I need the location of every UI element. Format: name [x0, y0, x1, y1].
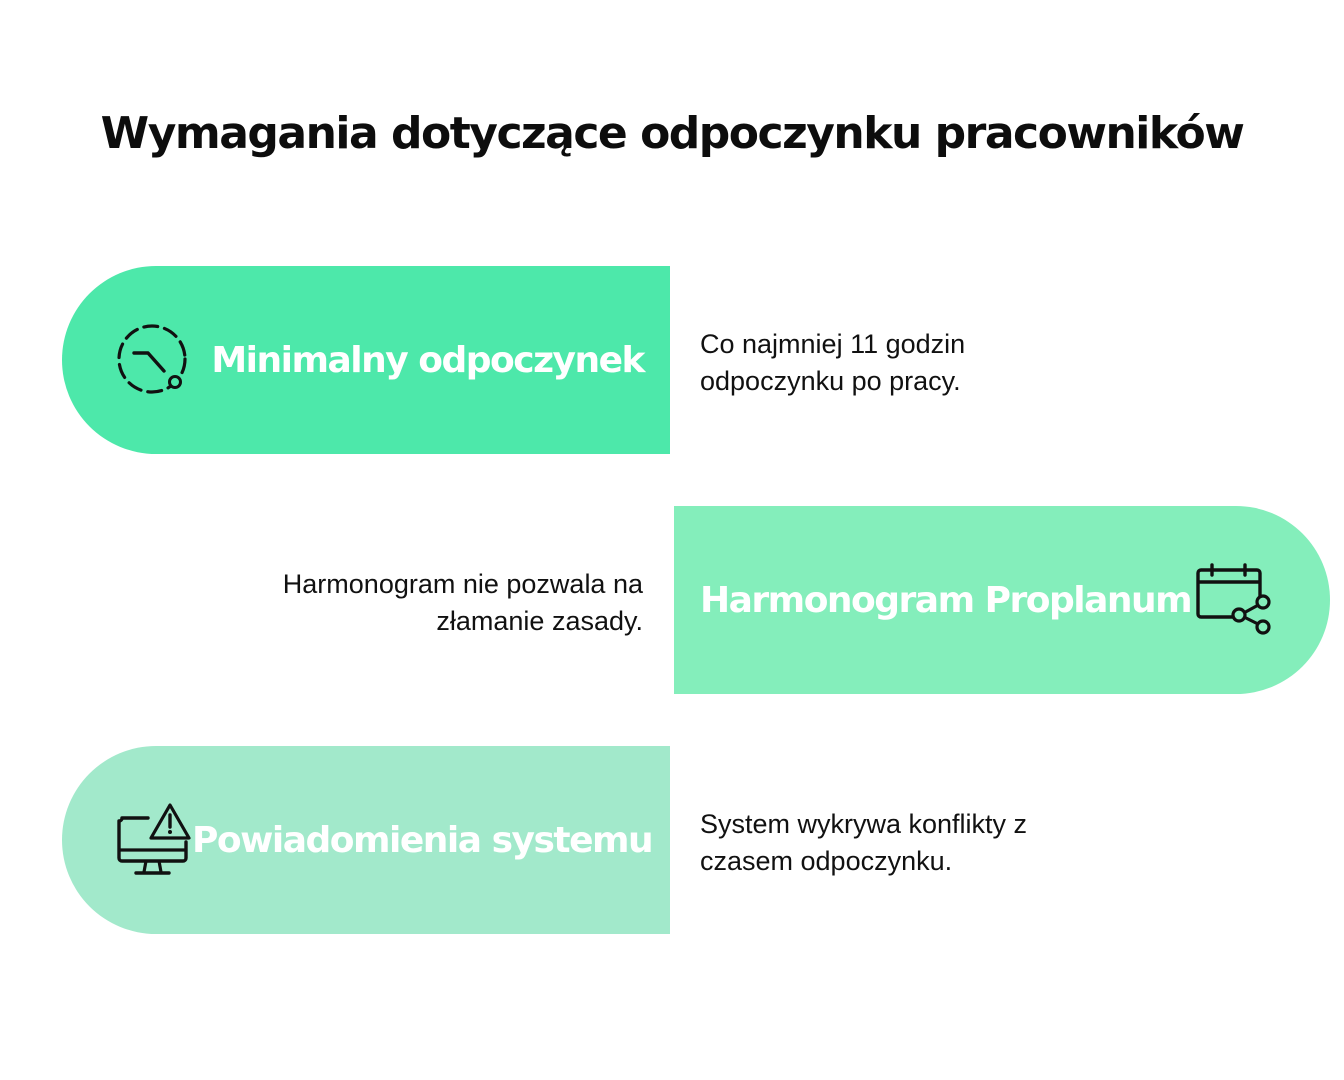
- description-line: Co najmniej 11 godzin: [700, 329, 966, 359]
- calendar-share-icon: [1196, 563, 1271, 635]
- description-schedule: Harmonogram nie pozwala na złamanie zasa…: [200, 566, 643, 640]
- clock-rest-icon: [117, 324, 187, 394]
- pill-schedule-proplanum: Harmonogram Proplanum: [674, 506, 1330, 694]
- description-minimal-rest: Co najmniej 11 godzin odpoczynku po prac…: [700, 326, 1120, 400]
- pill-system-notifications: Powiadomienia systemu: [62, 746, 670, 934]
- description-line: System wykrywa konflikty z: [700, 809, 1028, 839]
- description-line: odpoczynku po pracy.: [700, 366, 961, 396]
- description-line: Harmonogram nie pozwala na: [282, 569, 643, 599]
- monitor-warning-icon: [117, 803, 191, 875]
- description-line: czasem odpoczynku.: [700, 846, 953, 876]
- page-title: Wymagania dotyczące odpoczynku pracownik…: [100, 108, 1245, 159]
- pill-minimal-rest: Minimalny odpoczynek: [62, 266, 670, 454]
- description-system-notifications: System wykrywa konflikty z czasem odpocz…: [700, 806, 1120, 880]
- pill-label: Powiadomienia systemu: [192, 819, 654, 861]
- pill-label: Harmonogram Proplanum: [700, 579, 1193, 621]
- description-line: złamanie zasady.: [436, 606, 643, 636]
- pill-label: Minimalny odpoczynek: [211, 339, 645, 381]
